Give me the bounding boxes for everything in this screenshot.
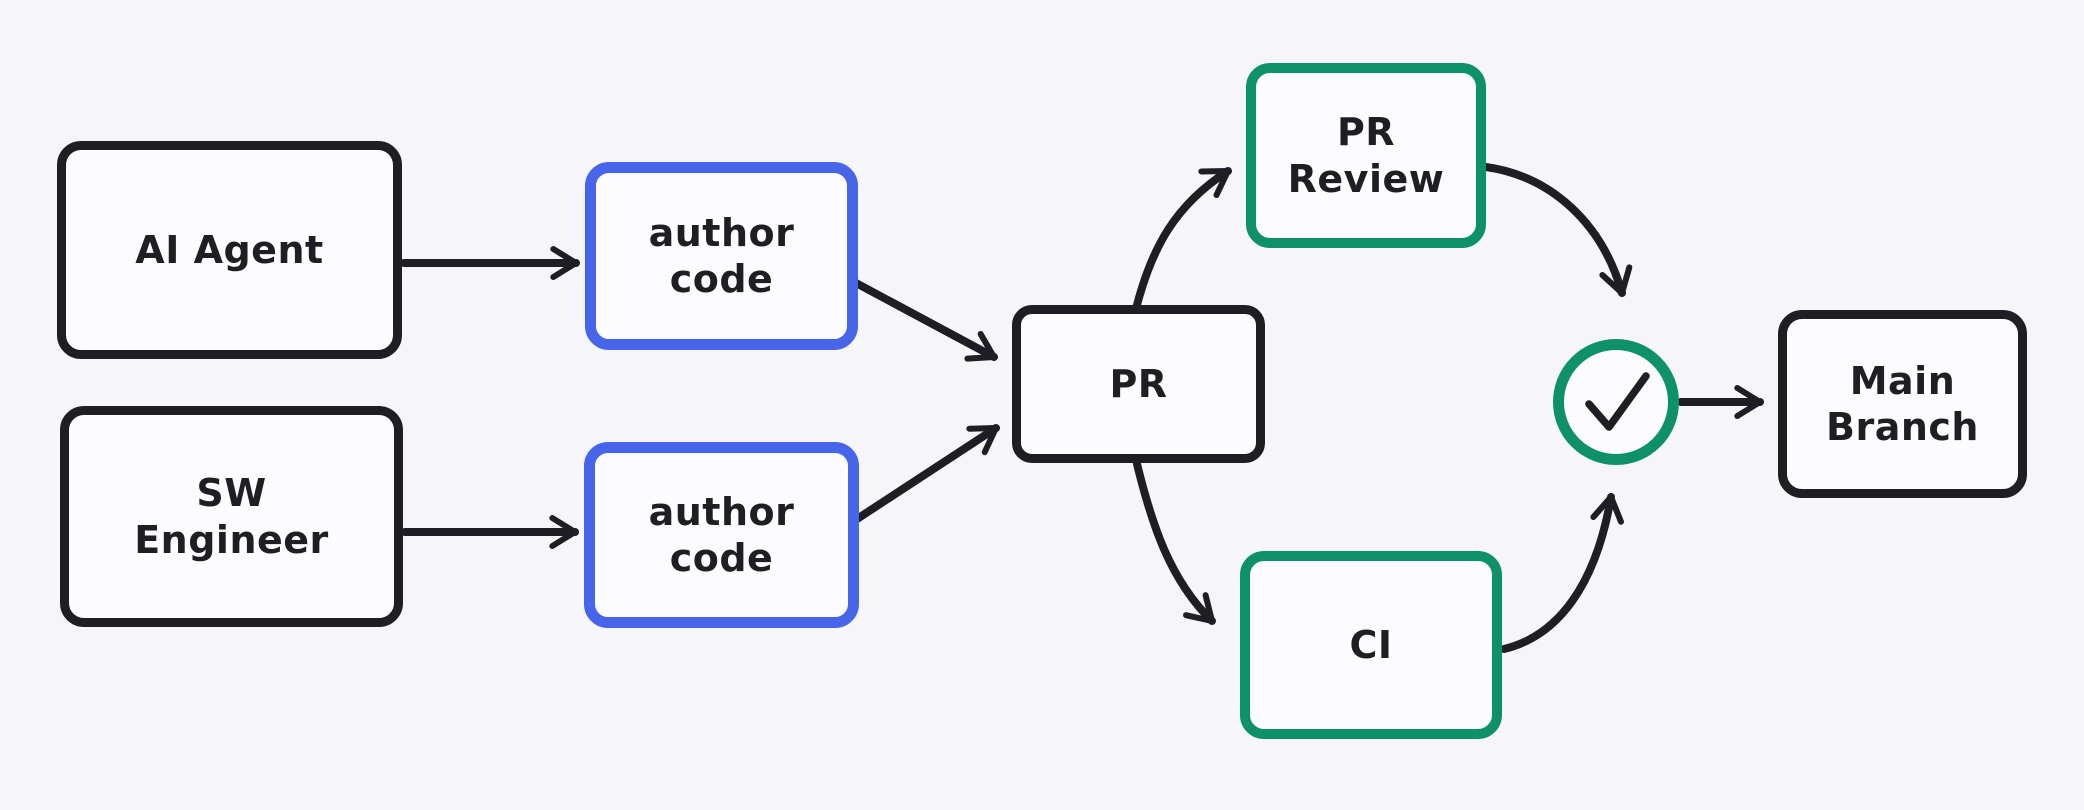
check-icon — [1585, 372, 1650, 431]
node-pr-review: PR Review — [1246, 63, 1486, 248]
node-label: AI Agent — [135, 227, 324, 272]
arrow-ci-to-check — [1500, 493, 1624, 653]
arrow-pr-to-pr-review — [1133, 167, 1232, 309]
node-main-branch: Main Branch — [1778, 310, 2027, 498]
node-sw-engineer: SW Engineer — [60, 406, 403, 627]
node-author-code-bottom: author code — [584, 442, 859, 628]
node-check-circle — [1553, 339, 1679, 465]
node-label: CI — [1349, 622, 1393, 667]
node-label: code — [669, 536, 774, 580]
node-label: author — [648, 210, 795, 255]
arrow-author-code-bottom-to-pr — [853, 424, 1000, 523]
node-ai-agent: AI Agent — [57, 141, 402, 359]
node-label: author — [648, 489, 795, 534]
node-label: Review — [1287, 156, 1445, 201]
node-label: Main — [1849, 358, 1956, 403]
node-label: code — [669, 257, 774, 301]
arrow-pr-to-ci — [1133, 460, 1216, 625]
node-label: PR — [1336, 110, 1396, 155]
node-ci: CI — [1240, 551, 1502, 739]
node-label: SW — [196, 471, 267, 516]
node-pr: PR — [1012, 305, 1265, 463]
arrow-pr-review-to-check — [1482, 163, 1633, 297]
node-label: Engineer — [134, 517, 329, 562]
node-author-code-top: author code — [585, 162, 858, 350]
arrow-author-code-top-to-pr — [852, 279, 998, 362]
node-label: PR — [1109, 361, 1168, 406]
node-label: Branch — [1826, 405, 1979, 449]
